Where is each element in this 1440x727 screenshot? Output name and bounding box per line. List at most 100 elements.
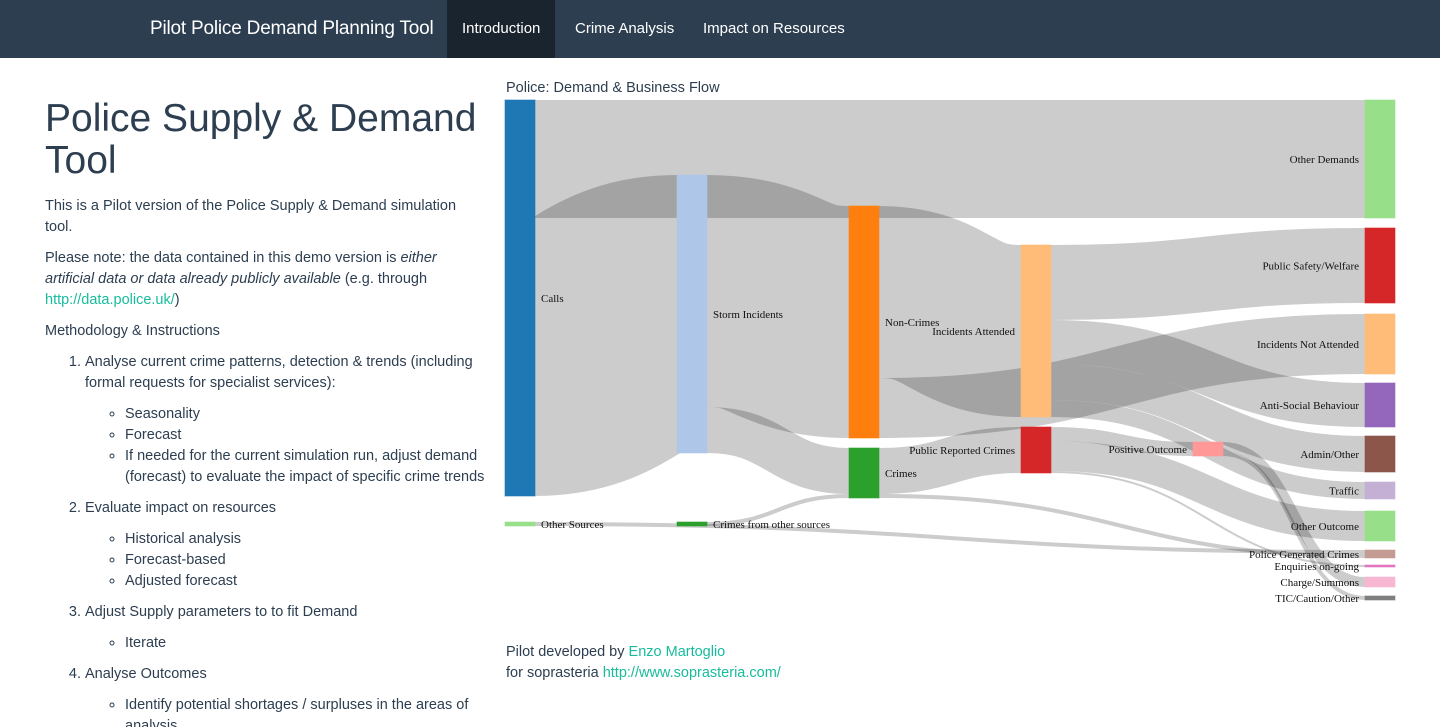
sankey-node-label-other_outcome: Other Outcome [1291, 521, 1359, 533]
sankey-link-positive_outcome-to-charge[interactable] [1222, 442, 1366, 587]
methodology-steps: Analyse current crime patterns, detectio… [45, 352, 485, 727]
data-note-paragraph: Please note: the data contained in this … [45, 248, 485, 311]
footer-line-2: for soprasteria http://www.soprasteria.c… [506, 663, 781, 684]
step-subitem: Historical analysis [125, 529, 485, 550]
step-item: Adjust Supply parameters to to fit Deman… [85, 602, 485, 654]
sankey-node-public_reported[interactable]: Public Reported Crimes [909, 426, 1052, 474]
footer: Pilot developed by Enzo Martoglio for so… [506, 642, 781, 684]
sankey-link-storm-to-crimes[interactable] [706, 407, 850, 494]
data-police-link[interactable]: http://data.police.uk/ [45, 292, 175, 308]
step-label: Analyse Outcomes [85, 666, 207, 682]
sankey-node-calls[interactable]: Calls [504, 99, 564, 497]
sankey-node-admin[interactable]: Admin/Other [1300, 435, 1396, 473]
sankey-node-label-other_sources: Other Sources [541, 519, 604, 531]
step-sublist: Seasonality Forecast If needed for the c… [85, 404, 485, 488]
sankey-link-incidents_attended-to-asb[interactable] [1050, 320, 1366, 427]
sankey-link-public_reported-to-other_outcome[interactable] [1050, 441, 1366, 541]
sankey-node-police_generated[interactable]: Police Generated Crimes [1249, 549, 1396, 561]
sankey-node-rect-noncrimes[interactable] [848, 205, 880, 439]
sankey-node-storm[interactable]: Storm Incidents [676, 174, 783, 454]
sankey-node-rect-calls[interactable] [504, 99, 536, 497]
sankey-node-rect-incidents_attended[interactable] [1020, 244, 1052, 418]
step-item: Analyse current crime patterns, detectio… [85, 352, 485, 488]
sankey-node-tic[interactable]: TIC/Caution/Other [1275, 593, 1396, 605]
sankey-node-other_sources[interactable]: Other Sources [504, 519, 604, 531]
sankey-node-rect-charge[interactable] [1364, 576, 1396, 588]
sankey-node-label-storm: Storm Incidents [713, 309, 783, 321]
sankey-node-crimes[interactable]: Crimes [848, 447, 917, 499]
sankey-node-label-admin: Admin/Other [1300, 449, 1359, 461]
sankey-node-label-positive_outcome: Positive Outcome [1108, 444, 1187, 456]
tab-crime-analysis[interactable]: Crime Analysis [575, 20, 675, 37]
footer-line-1: Pilot developed by Enzo Martoglio [506, 642, 781, 663]
step-label: Adjust Supply parameters to to fit Deman… [85, 604, 358, 620]
sankey-node-positive_outcome[interactable]: Positive Outcome [1108, 441, 1224, 457]
sankey-node-label-crimes: Crimes [885, 468, 917, 480]
sankey-node-enquiries[interactable]: Enquiries on-going [1274, 561, 1396, 573]
sankey-node-incidents_not_attended[interactable]: Incidents Not Attended [1257, 313, 1396, 375]
sankey-link-noncrimes-to-incidents_not_attended[interactable] [878, 314, 1366, 438]
sankey-link-crimes-to-police_generated[interactable] [878, 494, 1366, 558]
sankey-link-positive_outcome-to-tic[interactable] [1222, 452, 1366, 600]
step-item: Analyse Outcomes Identify potential shor… [85, 664, 485, 727]
sankey-link-storm-to-noncrimes[interactable] [703, 175, 853, 438]
sankey-link-noncrimes-to-incidents_attended[interactable] [875, 206, 1025, 417]
sankey-node-incidents_attended[interactable]: Incidents Attended [932, 244, 1052, 418]
sankey-node-rect-traffic[interactable] [1364, 481, 1396, 500]
sankey-node-rect-public_reported[interactable] [1020, 426, 1052, 474]
step-sublist: Iterate [85, 633, 485, 654]
sankey-node-label-enquiries: Enquiries on-going [1274, 561, 1359, 573]
sankey-node-rect-crimes[interactable] [848, 447, 880, 499]
step-item: Evaluate impact on resources Historical … [85, 498, 485, 592]
tab-impact-on-resources[interactable]: Impact on Resources [703, 20, 845, 37]
sankey-link-public_reported-to-positive_outcome[interactable] [1050, 427, 1194, 456]
tab-introduction[interactable]: Introduction [447, 0, 556, 58]
sankey-link-calls-to-storm[interactable] [522, 175, 690, 496]
sankey-node-other_outcome[interactable]: Other Outcome [1291, 510, 1396, 542]
sankey-node-rect-public_safety[interactable] [1364, 227, 1396, 304]
author-link[interactable]: Enzo Martoglio [628, 644, 726, 660]
sankey-node-label-crimes_other: Crimes from other sources [713, 519, 830, 531]
methodology-heading: Methodology & Instructions [45, 323, 220, 339]
sankey-node-rect-other_outcome[interactable] [1364, 510, 1396, 542]
sankey-node-rect-positive_outcome[interactable] [1192, 441, 1224, 457]
sankey-link-public_reported-to-enquiries[interactable] [1050, 471, 1366, 567]
sankey-node-rect-asb[interactable] [1364, 382, 1396, 428]
data-note-text-2: (e.g. through [340, 271, 428, 287]
sankey-node-public_safety[interactable]: Public Safety/Welfare [1262, 227, 1396, 304]
sankey-link-crimes-to-public_reported[interactable] [878, 427, 1022, 494]
sankey-node-rect-enquiries[interactable] [1364, 564, 1396, 568]
sankey-node-label-incidents_attended: Incidents Attended [932, 326, 1015, 338]
sankey-node-crimes_other[interactable]: Crimes from other sources [676, 519, 830, 531]
sankey-node-rect-storm[interactable] [676, 174, 708, 454]
sankey-node-other_demands[interactable]: Other Demands [1290, 99, 1396, 219]
sankey-node-rect-admin[interactable] [1364, 435, 1396, 473]
step-subitem: Forecast [125, 425, 485, 446]
sankey-node-rect-other_sources[interactable] [504, 521, 536, 527]
footer-text-2: for soprasteria [506, 665, 603, 681]
sankey-node-rect-other_demands[interactable] [1364, 99, 1396, 219]
sankey-node-asb[interactable]: Anti-Social Behaviour [1260, 382, 1396, 428]
navbar-brand[interactable]: Pilot Police Demand Planning Tool [150, 18, 434, 39]
step-subitem: Identify potential shortages / surpluses… [125, 695, 485, 727]
sankey-node-rect-crimes_other[interactable] [676, 521, 708, 527]
chart-title: Police: Demand & Business Flow [506, 80, 720, 96]
sankey-node-rect-police_generated[interactable] [1364, 549, 1396, 559]
sankey-node-charge[interactable]: Charge/Summons [1280, 576, 1396, 589]
sankey-node-label-police_generated: Police Generated Crimes [1249, 549, 1359, 561]
navbar: Pilot Police Demand Planning Tool Introd… [0, 0, 1440, 58]
sankey-node-rect-incidents_not_attended[interactable] [1364, 313, 1396, 375]
sankey-node-rect-tic[interactable] [1364, 595, 1396, 601]
sankey-node-label-charge: Charge/Summons [1280, 577, 1359, 589]
sankey-link-incidents_attended-to-admin[interactable] [1050, 364, 1366, 472]
sankey-link-incidents_attended-to-public_safety[interactable] [1050, 228, 1366, 320]
sankey-link-crimes_other-to-crimes[interactable] [706, 494, 850, 526]
step-sublist: Identify potential shortages / surpluses… [85, 695, 485, 727]
intro-panel: Police Supply & Demand Tool This is a Pi… [45, 98, 485, 727]
sankey-node-traffic[interactable]: Traffic [1329, 481, 1396, 500]
soprasteria-link[interactable]: http://www.soprasteria.com/ [602, 665, 781, 681]
sankey-node-noncrimes[interactable]: Non-Crimes [848, 205, 939, 439]
page-title: Police Supply & Demand Tool [45, 97, 477, 182]
